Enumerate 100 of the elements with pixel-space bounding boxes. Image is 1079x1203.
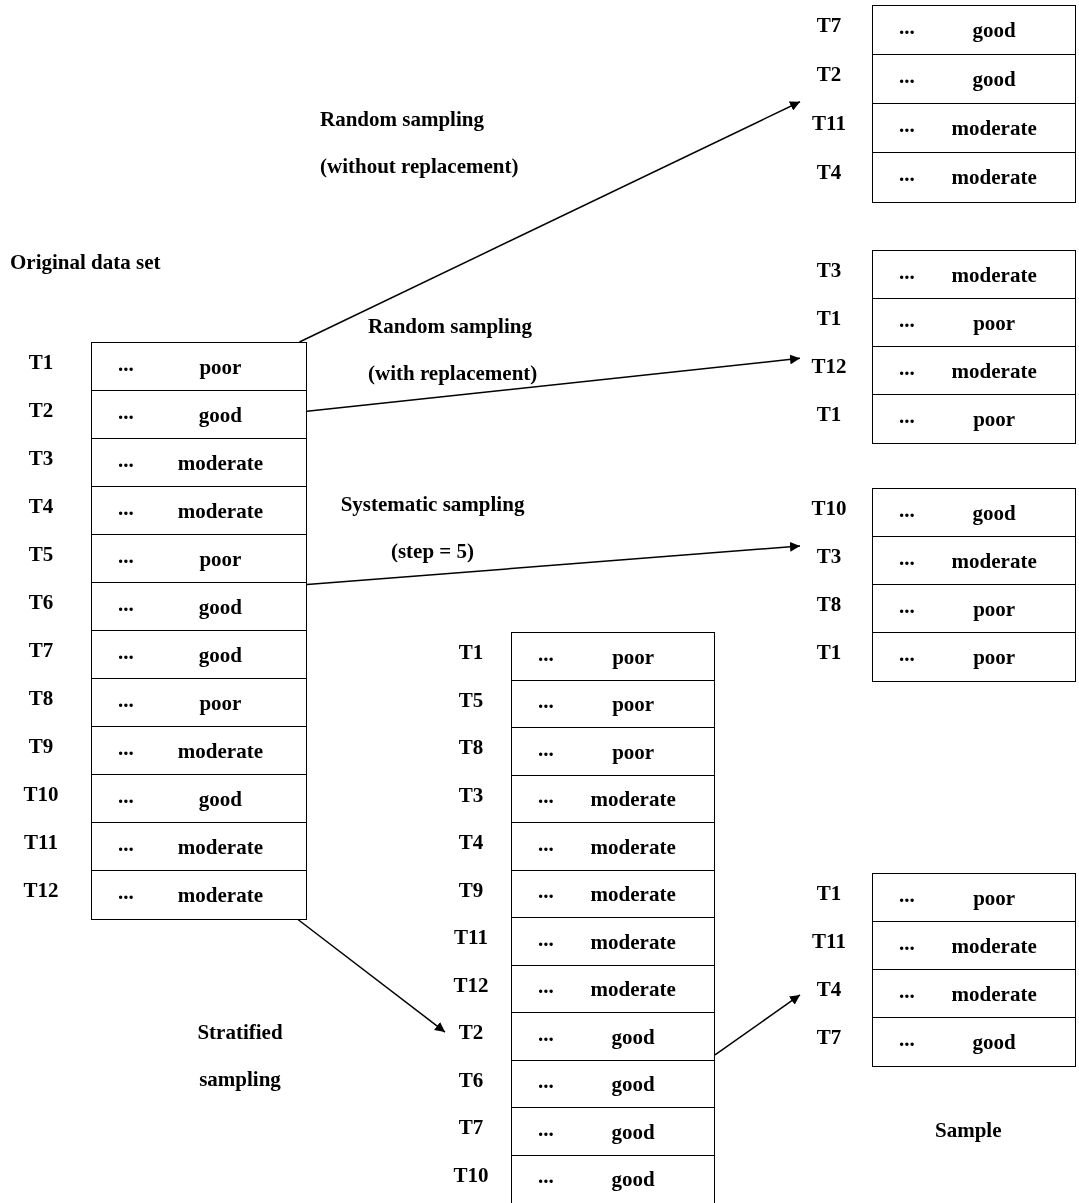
- ellipsis-text: ...: [118, 495, 134, 521]
- rating-text: poor: [973, 885, 1016, 911]
- row-label: T1: [815, 640, 843, 665]
- table-row: [872, 394, 1076, 444]
- row-label: T10: [452, 1162, 490, 1188]
- rating-text: moderate: [177, 498, 263, 524]
- table-row: [872, 54, 1076, 105]
- rating-text: good: [198, 402, 242, 428]
- table-row: [91, 390, 307, 440]
- table-row: [91, 582, 307, 632]
- rating-text: moderate: [951, 115, 1037, 141]
- table-row: [511, 917, 715, 966]
- rating-text: moderate: [951, 548, 1037, 574]
- ellipsis-text: ...: [899, 15, 915, 41]
- table-row: [872, 250, 1076, 300]
- row-label: T7: [457, 1115, 485, 1140]
- ellipsis-text: ...: [899, 113, 915, 139]
- rating-text: moderate: [177, 834, 263, 860]
- ellipsis-text: ...: [118, 687, 134, 713]
- ellipsis-text: ...: [538, 736, 554, 762]
- rating-text: poor: [199, 354, 242, 380]
- table-row: [872, 152, 1076, 203]
- ellipsis-text: ...: [118, 879, 134, 905]
- table-row: [511, 1107, 715, 1156]
- row-label: T8: [457, 735, 485, 760]
- table-row: [872, 536, 1076, 586]
- table-row: [872, 921, 1076, 971]
- table-row: [511, 964, 715, 1014]
- ellipsis-text: ...: [899, 545, 915, 571]
- rating-text: moderate: [177, 882, 263, 908]
- table-row: [872, 488, 1076, 538]
- ellipsis-text: ...: [899, 355, 915, 381]
- ellipsis-text: ...: [538, 974, 554, 999]
- table-row: [91, 822, 307, 872]
- ellipsis-text: ...: [899, 64, 915, 90]
- ellipsis-text: ...: [118, 639, 134, 665]
- row-label: T11: [811, 111, 847, 136]
- edge-label: Stratified sampling: [196, 1019, 284, 1093]
- table-row: [511, 869, 715, 919]
- ellipsis-text: ...: [118, 399, 134, 425]
- rating-text: good: [972, 17, 1016, 43]
- table-row: [91, 678, 307, 728]
- rating-text: good: [198, 594, 242, 620]
- row-label: T1: [815, 881, 843, 906]
- row-label: T3: [815, 258, 843, 283]
- ellipsis-text: ...: [899, 307, 915, 333]
- table-row: [872, 346, 1076, 396]
- row-label: T4: [457, 830, 485, 855]
- edge-label: Random sampling (without replacement): [320, 106, 520, 180]
- rating-text: good: [611, 1119, 655, 1144]
- rating-text: good: [972, 500, 1016, 526]
- table-row: [511, 727, 715, 776]
- table-row: [872, 632, 1076, 682]
- ellipsis-text: ...: [538, 689, 554, 714]
- row-label: T1: [457, 640, 485, 665]
- row-label: T4: [27, 494, 55, 519]
- table-row: [511, 1059, 715, 1109]
- table-row: [91, 534, 307, 584]
- rating-text: moderate: [951, 981, 1037, 1007]
- table-row: [91, 486, 307, 536]
- row-label: T2: [815, 62, 843, 87]
- rating-text: moderate: [177, 738, 263, 764]
- ellipsis-text: ...: [899, 497, 915, 523]
- table-row: [511, 679, 715, 729]
- ellipsis-text: ...: [538, 831, 554, 857]
- row-label: T6: [27, 590, 55, 615]
- rating-text: moderate: [951, 358, 1037, 384]
- row-label: T8: [27, 686, 55, 711]
- rating-text: poor: [973, 406, 1016, 432]
- table-row: [91, 342, 307, 392]
- ellipsis-text: ...: [118, 351, 134, 377]
- table-row: [91, 438, 307, 488]
- rating-text: moderate: [590, 881, 676, 907]
- row-label: T11: [453, 925, 489, 950]
- row-label: T2: [457, 1020, 485, 1045]
- rating-text: moderate: [177, 450, 263, 476]
- ellipsis-text: ...: [899, 403, 915, 429]
- table-row: [872, 298, 1076, 348]
- row-label: T9: [457, 877, 485, 903]
- table-row: [872, 969, 1076, 1019]
- row-label: T11: [811, 929, 847, 954]
- rating-text: good: [198, 642, 242, 668]
- table-row: [511, 1012, 715, 1061]
- table-caption: Original data set: [10, 250, 161, 275]
- row-label: T4: [815, 160, 843, 185]
- table-row: [872, 873, 1076, 923]
- row-label: T5: [457, 687, 485, 713]
- ellipsis-text: ...: [899, 162, 915, 188]
- ellipsis-text: ...: [538, 641, 554, 667]
- ellipsis-text: ...: [899, 1026, 915, 1052]
- edge-label: Random sampling (with replacement): [368, 313, 539, 387]
- table-row: [91, 870, 307, 920]
- row-label: T10: [22, 782, 60, 807]
- table-row: [511, 822, 715, 871]
- row-label: T1: [815, 306, 843, 331]
- arrow: [714, 994, 801, 1056]
- table-row: [91, 630, 307, 680]
- rating-text: poor: [199, 546, 242, 572]
- edge-label: Systematic sampling (step = 5): [339, 491, 526, 565]
- row-label: T12: [810, 354, 848, 379]
